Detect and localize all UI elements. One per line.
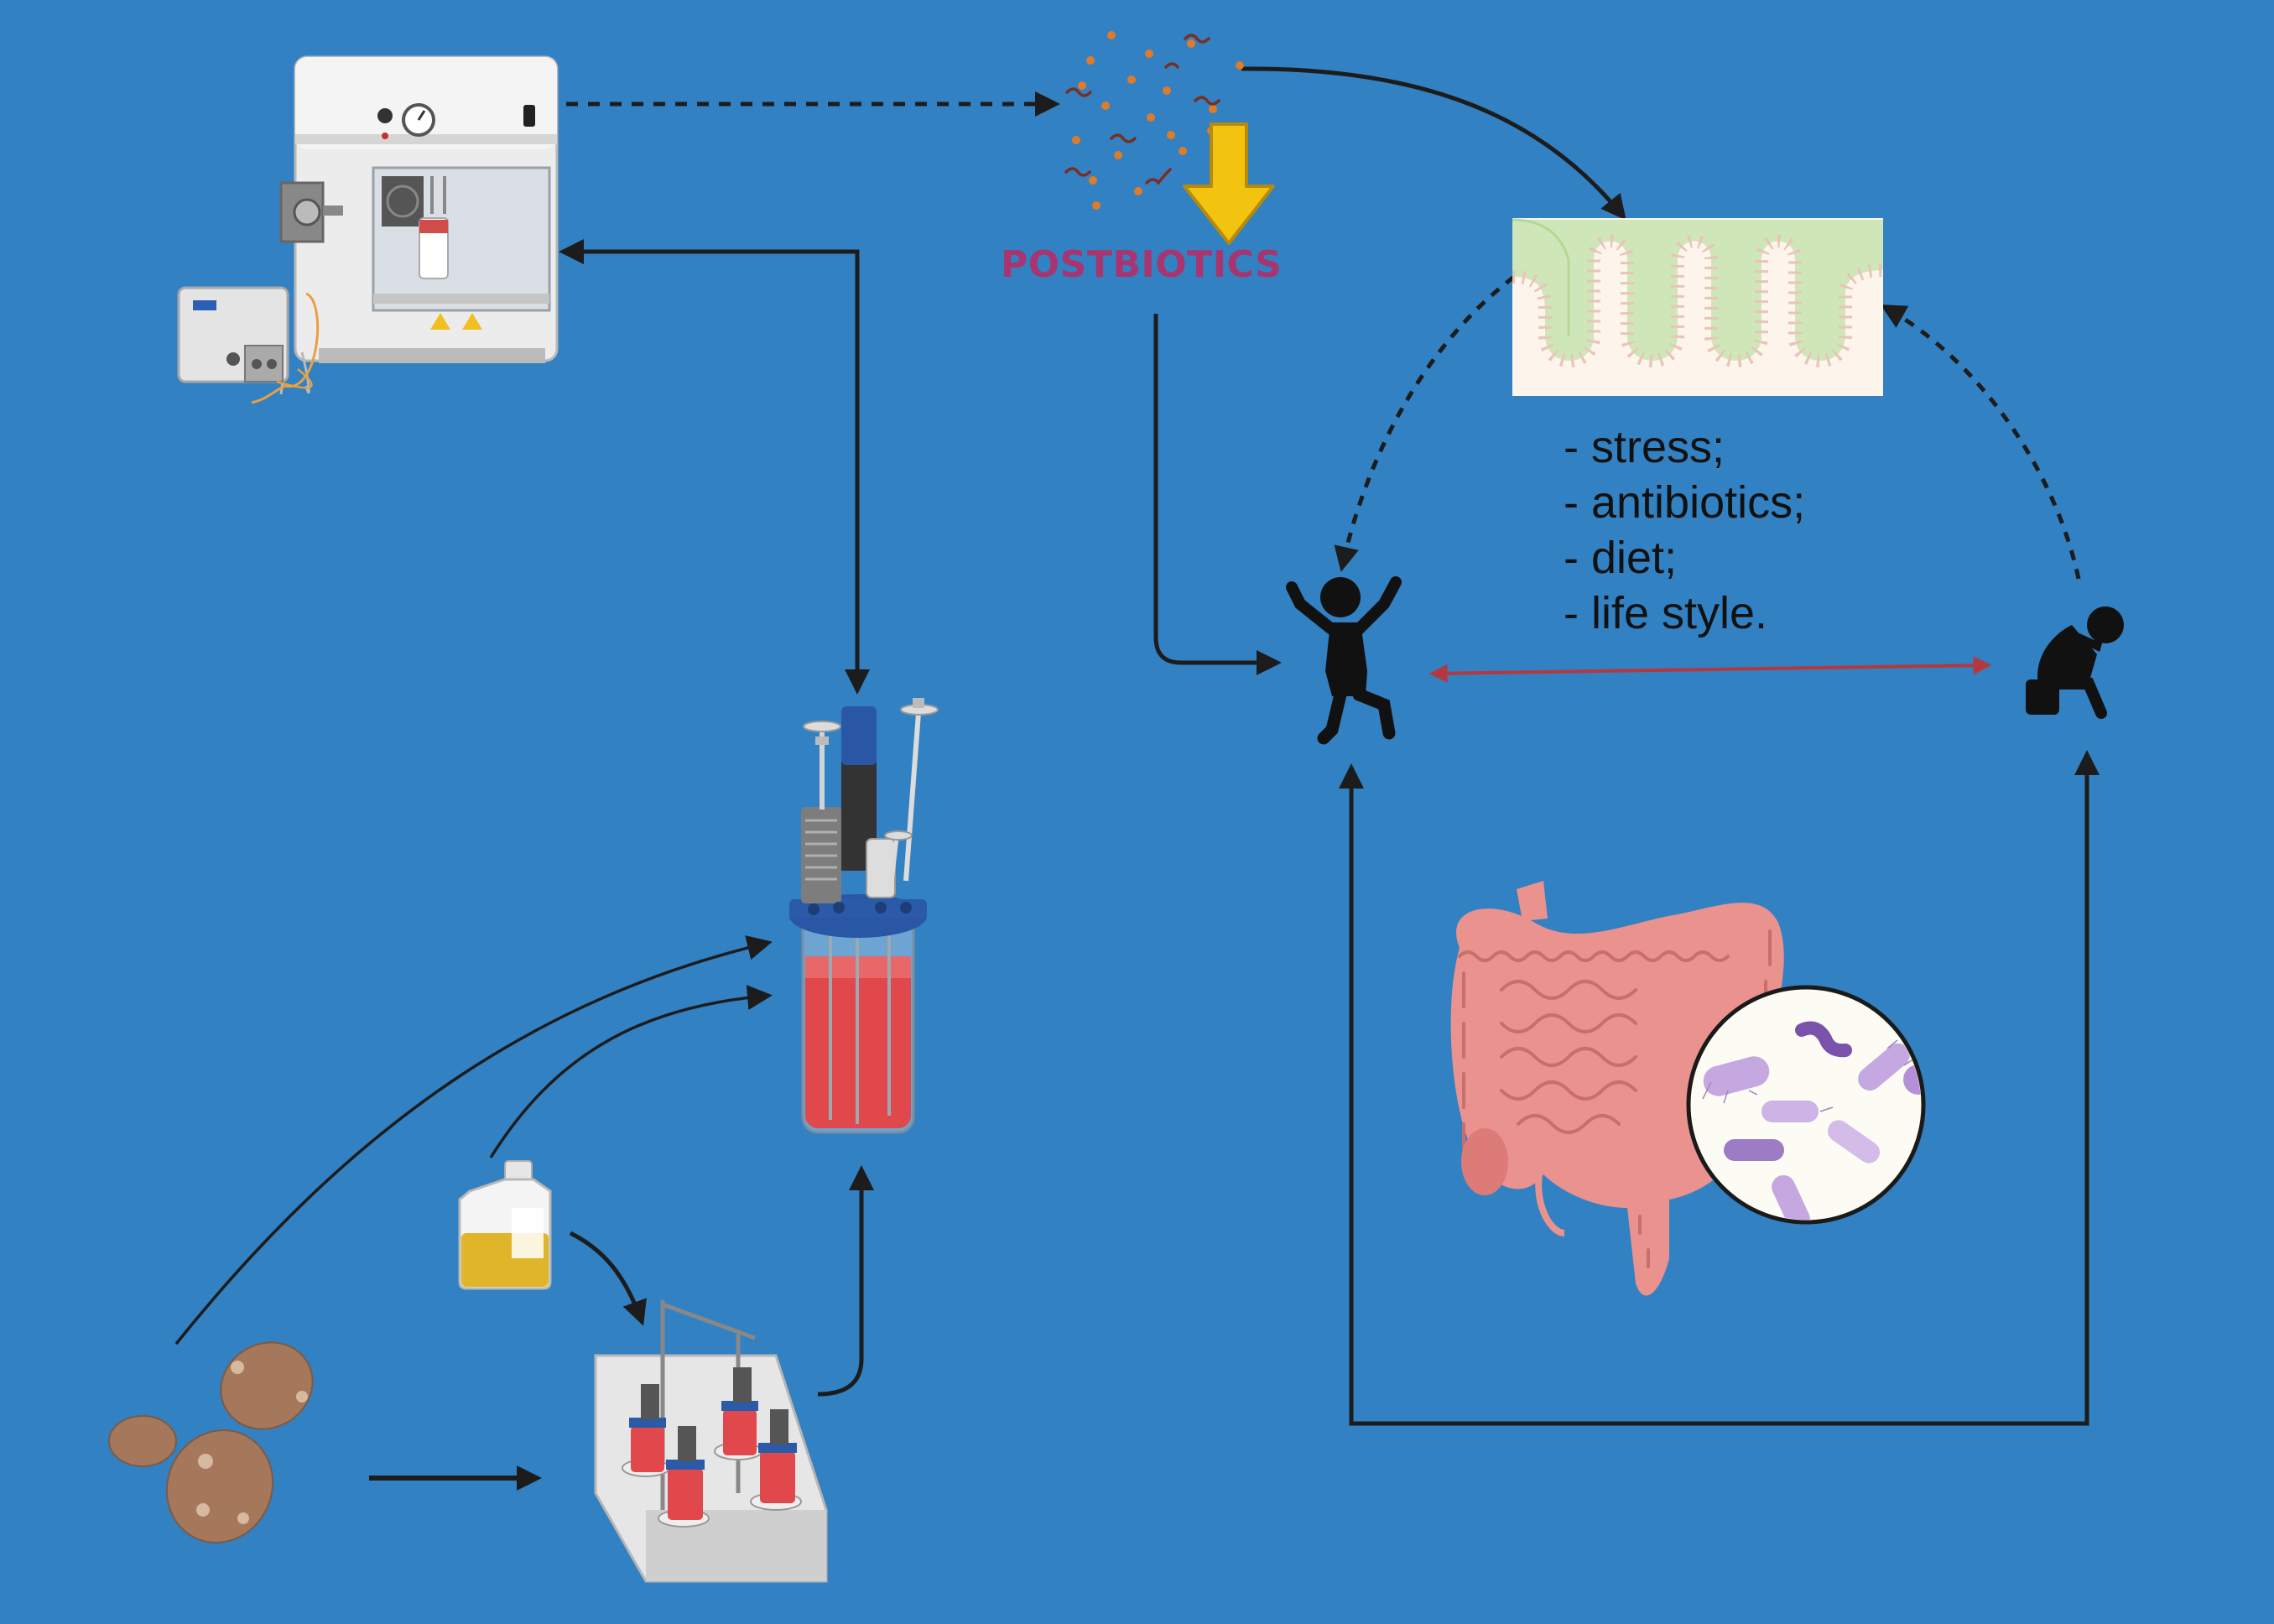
risk-factors-list: - stress; - antibiotics; - diet; - life … <box>1564 419 1805 641</box>
arrow-bottle-to-bioreactor <box>489 985 773 1158</box>
arrow-dryer-bioreactor <box>559 239 870 695</box>
particles-icon <box>1064 31 1244 210</box>
multi-bioreactor-icon <box>594 1300 828 1583</box>
arrow-postbiotics-to-person <box>1153 314 1282 675</box>
arrow-sad-to-villi <box>1880 304 2081 580</box>
happy-person-icon <box>1286 576 1402 745</box>
arrow-potato-to-bioreactor-1 <box>174 935 773 1346</box>
arrow-multireactor-to-bioreactor <box>817 1165 874 1397</box>
potatoes-icon <box>108 1341 314 1543</box>
microbiota-icon <box>1686 985 1926 1225</box>
postbiotics-label: POSTBIOTICS <box>1001 243 1283 286</box>
factor-antibiotics: - antibiotics; <box>1564 477 1806 528</box>
factor-stress: - stress; <box>1564 422 1725 472</box>
medium-bottle-icon <box>458 1160 552 1290</box>
factor-diet: - diet; <box>1564 533 1678 583</box>
arrow-person-sad-bidirectional <box>1428 656 1992 683</box>
sad-person-icon <box>2026 606 2124 719</box>
peristaltic-pump-icon <box>177 286 320 404</box>
arrow-bottle-to-multireactor <box>569 1231 647 1326</box>
bioreactor-icon <box>789 698 939 1134</box>
arrow-villi-to-person <box>1334 275 1516 572</box>
intestine-icon <box>1450 881 1784 1296</box>
arrow-postbiotics-to-villi <box>1241 66 1626 221</box>
freeze-dryer-icon <box>279 55 559 363</box>
factor-life-style: - life style. <box>1564 588 1768 638</box>
arrow-loop-gut-persons <box>1339 750 2100 1426</box>
yellow-down-arrow-icon <box>1183 122 1275 245</box>
arrows <box>174 66 2100 1491</box>
villi-icon <box>1512 218 1883 396</box>
